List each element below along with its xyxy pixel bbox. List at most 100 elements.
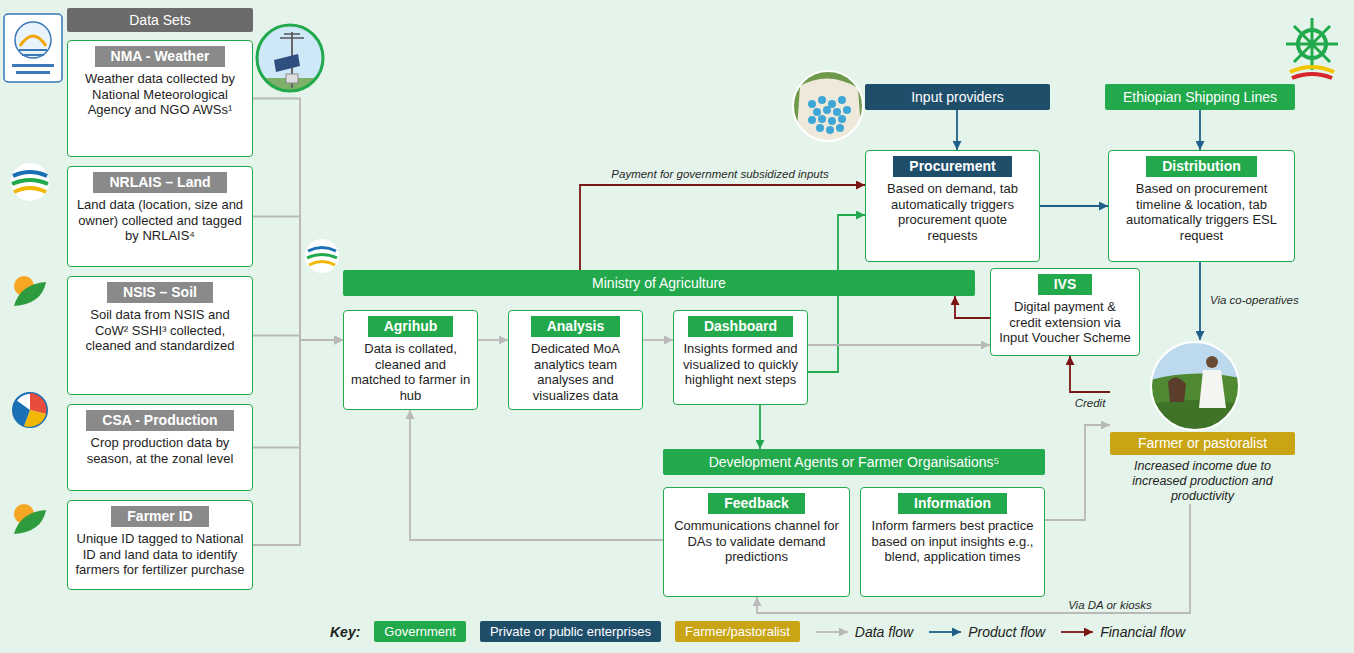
- label-text: Ethiopian Shipping Lines: [1105, 84, 1295, 110]
- legend-swatch: Private or public enterprises: [480, 621, 661, 642]
- edge-label: Via DA or kiosks: [1066, 598, 1154, 612]
- box-heading: Dashboard: [688, 316, 793, 337]
- box-text: Inform farmers best practice based on in…: [861, 518, 1044, 571]
- box-heading: Feedback: [708, 493, 805, 514]
- process-box: AgrihubData is collated, cleaned and mat…: [343, 310, 478, 410]
- box-heading: Information: [898, 493, 1007, 514]
- box-heading: Distribution: [1146, 156, 1257, 177]
- box-text: Digital payment & credit extension via I…: [991, 299, 1139, 352]
- legend-line-sample: [1061, 631, 1093, 633]
- box-text: Unique ID tagged to National ID and land…: [68, 531, 252, 584]
- process-box: AnalysisDedicated MoA analytics team ana…: [508, 310, 643, 410]
- outcome-note: Increased income due to increased produc…: [1110, 455, 1295, 504]
- legend-line-sample: [816, 631, 848, 633]
- fertilizer-photo: [790, 68, 866, 144]
- shipping-lines-logo: [1286, 18, 1338, 78]
- legend-text: Government: [384, 624, 456, 639]
- flow-connector: [253, 99, 343, 341]
- legend-line: [814, 627, 850, 637]
- legend-text: Product flow: [968, 624, 1045, 640]
- flow-connector: [478, 339, 508, 341]
- flow-connector: [410, 410, 663, 540]
- flow-connector: [1199, 110, 1201, 150]
- process-box: DashboardInsights formed and visualized …: [673, 310, 808, 405]
- data-card: CSA - ProductionCrop production data by …: [67, 404, 253, 491]
- box-heading: CSA - Production: [86, 410, 233, 431]
- box-heading: Agrihub: [368, 316, 454, 337]
- ministry-logo: [305, 239, 339, 273]
- label-text: Input providers: [865, 84, 1050, 110]
- process-box: FeedbackCommunications channel for DAs t…: [663, 487, 850, 597]
- flow-connector: [1045, 425, 1110, 520]
- box-heading: Farmer ID: [111, 506, 208, 527]
- legend-item: Farmer/pastoralist: [675, 621, 800, 642]
- process-box: InformationInform farmers best practice …: [860, 487, 1045, 597]
- flow-connector: [1070, 356, 1110, 392]
- key-label: Key:: [330, 624, 360, 640]
- legend-item: Financial flow: [1059, 624, 1185, 640]
- legend-item: Data flow: [814, 624, 913, 640]
- edge-label: Payment for government subsidized inputs: [609, 167, 830, 181]
- provider-label: Ethiopian Shipping Lines: [1105, 84, 1295, 110]
- legend-line: [927, 627, 963, 637]
- legend-text: Data flow: [855, 624, 913, 640]
- farmer-node: Farmer or pastoralistIncreased income du…: [1110, 340, 1295, 504]
- box-text: Dedicated MoA analytics team analyses an…: [509, 341, 642, 409]
- soil-logo: [14, 276, 46, 306]
- process-box: ProcurementBased on demand, tab automati…: [865, 150, 1040, 262]
- statistics-logo: [13, 393, 47, 427]
- flow-connector: [253, 217, 343, 341]
- flow-connector: [759, 405, 761, 449]
- box-heading: NMA - Weather: [95, 46, 226, 67]
- box-text: Data is collated, cleaned and matched to…: [344, 341, 477, 409]
- box-text: Land data (location, size and owner) col…: [68, 197, 252, 250]
- farmer-heading: Farmer or pastoralist: [1110, 432, 1295, 455]
- legend-text: Private or public enterprises: [490, 624, 651, 639]
- data-card: Farmer ID Unique ID tagged to National ID…: [67, 500, 253, 590]
- legend-line-sample: [929, 631, 961, 633]
- flow-connector: [1040, 205, 1108, 207]
- farmer-id-logo: [14, 504, 46, 534]
- legend-item: Government: [374, 621, 466, 642]
- flow-connector: [580, 185, 865, 270]
- box-text: Communications channel for DAs to valida…: [664, 518, 849, 571]
- flow-connector: [643, 339, 673, 341]
- process-box: DistributionBased on procurement timelin…: [1108, 150, 1295, 262]
- box-heading: NRLAIS – Land: [93, 172, 226, 193]
- label-text: Development Agents or Farmer Organisatio…: [663, 449, 1045, 475]
- edge-label: Credit: [1073, 396, 1108, 410]
- legend-text: Farmer/pastoralist: [685, 624, 790, 639]
- label-text: Ministry of Agriculture: [343, 270, 975, 296]
- box-text: Based on procurement timeline & location…: [1109, 181, 1294, 249]
- land-logo: [11, 163, 49, 201]
- process-box: IVS Digital payment & credit extension vi…: [990, 268, 1140, 356]
- box-heading: NSIS – Soil: [107, 282, 213, 303]
- data-card: NRLAIS – LandLand data (location, size a…: [67, 166, 253, 267]
- data-card: NMA - WeatherWeather data collected by N…: [67, 40, 253, 157]
- box-text: Insights formed and visualized to quickl…: [674, 341, 807, 394]
- box-heading: IVS: [1038, 274, 1093, 295]
- legend-item: Product flow: [927, 624, 1045, 640]
- box-text: Crop production data by season, at the z…: [68, 435, 252, 472]
- legend-line: [1059, 627, 1095, 637]
- label-text: Data Sets: [67, 8, 253, 32]
- legend-item: Private or public enterprises: [480, 621, 661, 642]
- section-header: Data Sets: [67, 8, 253, 32]
- ministry-band: Ministry of Agriculture: [343, 270, 975, 296]
- legend-swatch: Farmer/pastoralist: [675, 621, 800, 642]
- box-heading: Analysis: [531, 316, 621, 337]
- box-text: Weather data collected by National Meteo…: [68, 71, 252, 124]
- provider-label: Input providers: [865, 84, 1050, 110]
- edge-label: Via co-operatives: [1208, 293, 1301, 307]
- flow-connector: [1199, 262, 1201, 340]
- data-card: NSIS – SoilSoil data from NSIS and CoW² …: [67, 276, 253, 395]
- flow-connector: [956, 110, 958, 150]
- flow-connector: [253, 340, 343, 545]
- box-text: Soil data from NSIS and CoW² SSHI³ colle…: [68, 307, 252, 360]
- legend-text: Financial flow: [1100, 624, 1185, 640]
- nma-logo: [4, 14, 62, 82]
- box-heading: Procurement: [893, 156, 1011, 177]
- flow-connector: [955, 296, 990, 318]
- legend: Key: Government Private or public enterpri…: [330, 621, 1185, 642]
